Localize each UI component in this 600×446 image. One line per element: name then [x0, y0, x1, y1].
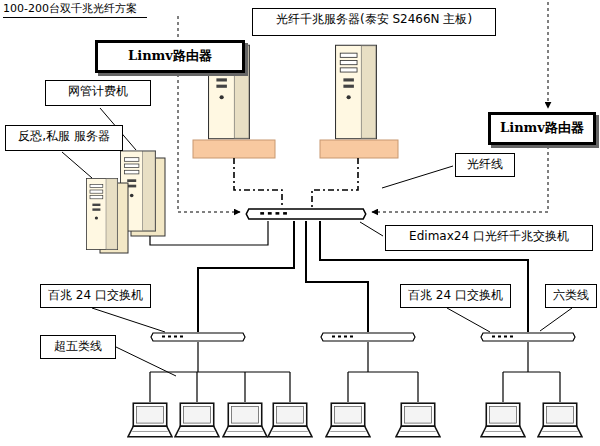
diagram-title: 100-200台双千兆光纤方案 [3, 1, 147, 18]
cable-callout: 六类线 [545, 284, 597, 308]
box-label: Edimax24 口光纤千兆交换机 [392, 229, 586, 245]
box-label: 光纤线 [462, 157, 508, 173]
router-box: Linmv路由器 [488, 112, 596, 145]
cable-callout: 光纤线 [455, 153, 515, 177]
cable-callout: 超五类线 [40, 335, 116, 359]
box-label: 网管计费机 [52, 84, 144, 100]
switch-callout: 百兆 24 口交换机 [40, 284, 151, 308]
box-label: 六类线 [552, 288, 590, 304]
switch-callout: 百兆 24 口交换机 [400, 284, 511, 308]
box-label: 超五类线 [47, 339, 109, 355]
server-callout: 反恐,私服 服务器 [5, 125, 123, 151]
server-callout: 光纤千兆服务器(泰安 S2466N 主板) [252, 8, 496, 36]
billing-callout: 网管计费机 [45, 80, 151, 106]
box-label: 反恐,私服 服务器 [12, 129, 116, 145]
box-label: 百兆 24 口交换机 [407, 288, 504, 304]
box-label: 光纤千兆服务器(泰安 S2466N 主板) [259, 12, 489, 28]
box-label: Linmv路由器 [499, 120, 585, 137]
router-box: Linmv路由器 [95, 40, 245, 73]
switch-callout: Edimax24 口光纤千兆交换机 [385, 225, 593, 251]
box-label: Linmv路由器 [106, 48, 234, 65]
box-label: 百兆 24 口交换机 [47, 288, 144, 304]
